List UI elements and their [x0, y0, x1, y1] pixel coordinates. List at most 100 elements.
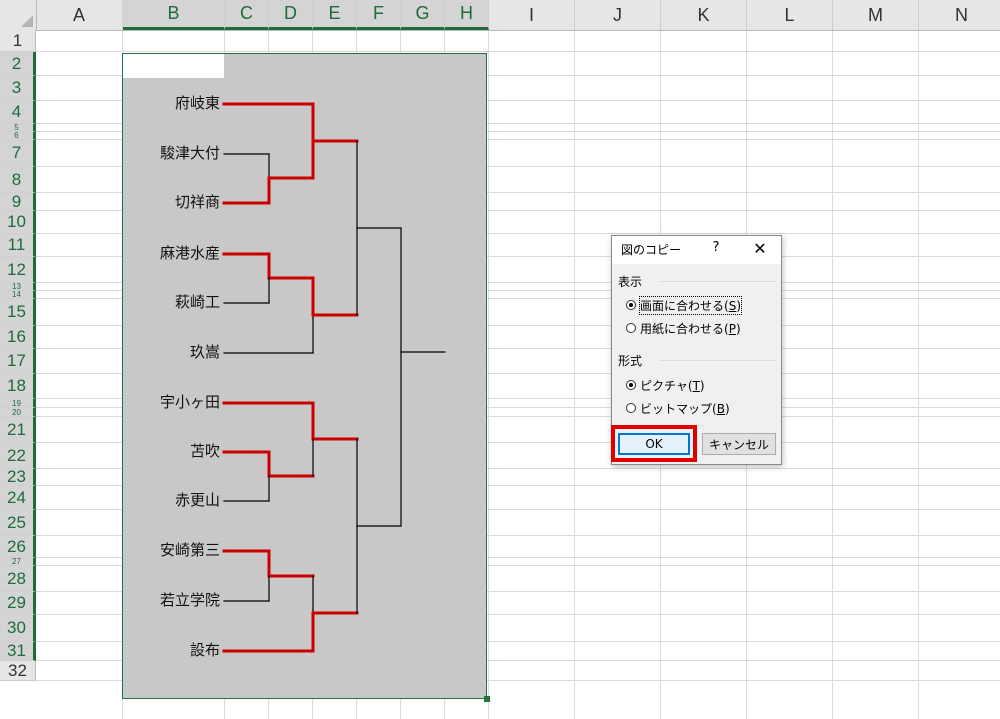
- row-header-17[interactable]: 17: [0, 349, 36, 374]
- row-header-11[interactable]: 11: [0, 234, 36, 257]
- team-label: 安崎第三: [159, 541, 220, 559]
- close-icon[interactable]: ✕: [753, 239, 767, 258]
- row-header-29[interactable]: 29: [0, 592, 36, 615]
- dialog-titlebar: 図のコピー ? ✕: [612, 236, 781, 264]
- column-header-h[interactable]: H: [445, 0, 489, 30]
- row-header-16[interactable]: 16: [0, 326, 36, 349]
- dialog-title: 図のコピー: [621, 243, 682, 257]
- grid-row-line: [36, 100, 1000, 101]
- grid-row-line: [36, 256, 1000, 257]
- column-header-k[interactable]: K: [661, 0, 747, 30]
- row-header-32[interactable]: 32: [0, 661, 36, 681]
- column-header-m[interactable]: M: [833, 0, 919, 30]
- grid-row-line: [36, 210, 1000, 211]
- bracket-picture[interactable]: [122, 53, 487, 699]
- radio-label: ピクチャ(T): [640, 378, 705, 393]
- row-header-21[interactable]: 21: [0, 417, 36, 443]
- row-header-10[interactable]: 10: [0, 211, 36, 234]
- display-group-label: 表示: [618, 275, 643, 289]
- column-header-b[interactable]: B: [123, 0, 225, 30]
- row-header-26[interactable]: 26: [0, 536, 36, 558]
- column-header-e[interactable]: E: [313, 0, 357, 30]
- radio-fit-paper[interactable]: 用紙に合わせる(P): [626, 319, 741, 337]
- radio-icon: [626, 323, 636, 333]
- row-header-1[interactable]: 1: [0, 30, 36, 52]
- grid-row-line: [36, 535, 1000, 536]
- ok-highlight-box: [611, 425, 697, 462]
- select-all-corner[interactable]: [0, 0, 37, 30]
- picture-white-area: [123, 54, 224, 78]
- radio-selected-icon: [626, 300, 636, 310]
- row-header-24[interactable]: 24: [0, 486, 36, 510]
- grid-row-line: [36, 660, 1000, 661]
- grid-row-line: [36, 192, 1000, 193]
- column-header-c[interactable]: C: [225, 0, 269, 30]
- row-header-18[interactable]: 18: [0, 374, 36, 399]
- team-label: 麻港水産: [159, 244, 220, 262]
- row-header-3[interactable]: 3: [0, 76, 36, 101]
- column-header-a[interactable]: A: [36, 0, 123, 30]
- grid-column-line: [918, 30, 919, 719]
- column-header-g[interactable]: G: [401, 0, 445, 30]
- team-label: 設布: [189, 641, 220, 659]
- row-header-2[interactable]: 2: [0, 52, 36, 76]
- team-label: 苫吹: [189, 442, 220, 460]
- row-header-28[interactable]: 28: [0, 566, 36, 592]
- row-header-6[interactable]: 6: [0, 132, 36, 140]
- row-header-13[interactable]: 13: [0, 283, 36, 291]
- column-header-l[interactable]: L: [747, 0, 833, 30]
- radio-bitmap[interactable]: ビットマップ(B): [626, 399, 730, 417]
- row-header-30[interactable]: 30: [0, 615, 36, 642]
- grid-row-line: [36, 468, 1000, 469]
- grid-row-line: [36, 591, 1000, 592]
- grid-column-line: [574, 30, 575, 719]
- column-header-d[interactable]: D: [269, 0, 313, 30]
- grid-row-line: [36, 557, 1000, 558]
- row-header-15[interactable]: 15: [0, 299, 36, 326]
- resize-handle[interactable]: [484, 696, 490, 702]
- row-header-7[interactable]: 7: [0, 140, 36, 167]
- column-header-j[interactable]: J: [575, 0, 661, 30]
- group-divider: [660, 360, 776, 361]
- grid-row-line: [36, 407, 1000, 408]
- row-header-22[interactable]: 22: [0, 443, 36, 469]
- row-header-31[interactable]: 31: [0, 642, 36, 661]
- column-header-i[interactable]: I: [489, 0, 575, 30]
- team-label: 宇小ヶ田: [159, 393, 220, 411]
- row-header-20[interactable]: 20: [0, 408, 36, 417]
- grid-row-line: [36, 398, 1000, 399]
- row-header-8[interactable]: 8: [0, 167, 36, 193]
- grid-row-line: [36, 373, 1000, 374]
- grid-row-line: [36, 565, 1000, 566]
- grid-row-line: [36, 325, 1000, 326]
- radio-icon: [626, 403, 636, 413]
- select-all-icon: [21, 15, 33, 27]
- ok-button[interactable]: OK: [618, 433, 690, 455]
- grid-row-line: [36, 123, 1000, 124]
- help-button[interactable]: ?: [712, 240, 720, 255]
- row-header-9[interactable]: 9: [0, 193, 36, 211]
- row-header-19[interactable]: 19: [0, 399, 36, 408]
- row-header-4[interactable]: 4: [0, 101, 36, 124]
- column-header-n[interactable]: N: [919, 0, 1000, 30]
- radio-fit-screen[interactable]: 画面に合わせる(S): [626, 295, 743, 315]
- grid-row-line: [36, 614, 1000, 615]
- row-header-5[interactable]: 5: [0, 124, 36, 132]
- row-header-25[interactable]: 25: [0, 510, 36, 536]
- column-header-f[interactable]: F: [357, 0, 401, 30]
- radio-picture[interactable]: ピクチャ(T): [626, 376, 705, 394]
- row-header-27[interactable]: 27: [0, 558, 36, 566]
- row-header-12[interactable]: 12: [0, 257, 36, 283]
- grid-row-line: [36, 75, 1000, 76]
- row-header-23[interactable]: 23: [0, 469, 36, 486]
- grid-row-line: [36, 51, 1000, 52]
- grid-row-line: [36, 139, 1000, 140]
- grid-row-line: [36, 233, 1000, 234]
- cancel-button[interactable]: キャンセル: [702, 433, 776, 455]
- team-label: 切祥商: [174, 193, 220, 211]
- team-label: 赤更山: [174, 491, 220, 509]
- grid-column-line: [832, 30, 833, 719]
- team-label: 駿津大付: [159, 144, 220, 162]
- row-header-14[interactable]: 14: [0, 291, 36, 299]
